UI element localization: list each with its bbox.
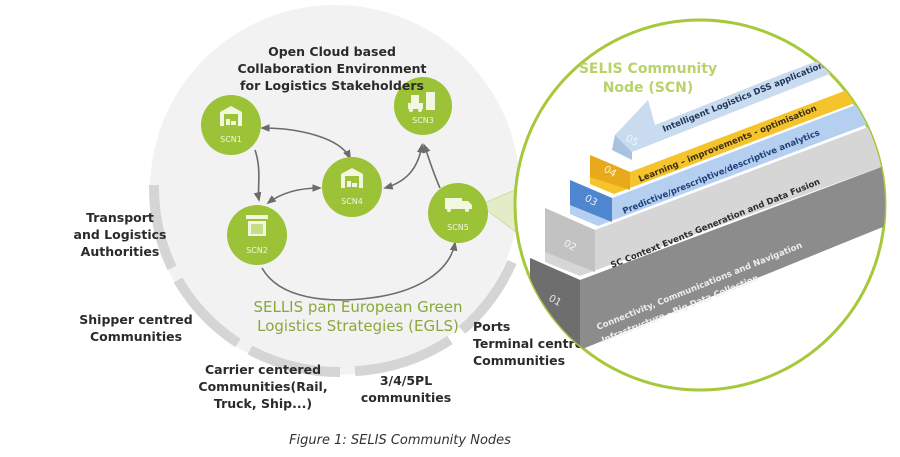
label-ports: Ports Terminal centred Communities — [473, 319, 592, 368]
node-label: SCN1 — [220, 135, 242, 144]
label-transport: Transport and Logistics Authorities — [74, 210, 167, 259]
label-line: Ports — [473, 319, 510, 334]
community-arcs — [148, 184, 517, 378]
label-3pl: 3/4/5PL communities — [361, 373, 451, 405]
arc-ports — [458, 259, 517, 334]
node-scn5[interactable]: SCN5 — [428, 183, 488, 243]
scn-title-line: Node (SCN) — [603, 80, 694, 96]
edge-scn4-scn3 — [383, 143, 425, 190]
title-line: for Logistics Stakeholders — [240, 78, 424, 93]
arc-carrier — [247, 345, 341, 378]
label-line: Transport — [86, 210, 154, 225]
node-label: SCN3 — [412, 116, 434, 125]
arc-pl — [354, 335, 453, 376]
environment-title: Open Cloud based Collaboration Environme… — [238, 44, 427, 93]
node-label: SCN2 — [246, 246, 268, 255]
edge-scn1-scn4 — [260, 124, 351, 160]
label-line: Carrier centered — [205, 362, 321, 377]
label-shipper: Shipper centred Communities — [79, 312, 192, 344]
forklift-icon — [408, 92, 435, 112]
label-line: Terminal centred — [473, 336, 592, 351]
figure-caption: Figure 1: SELIS Community Nodes — [289, 433, 511, 448]
edge-scn2-scn5 — [261, 241, 458, 301]
egls-line: SELLIS pan European Green — [253, 298, 462, 316]
edges — [253, 124, 458, 301]
label-line: 3/4/5PL — [380, 373, 432, 388]
node-scn3[interactable]: SCN3 — [394, 77, 452, 135]
label-line: Truck, Ship...) — [214, 396, 312, 411]
title-line: Open Cloud based — [268, 44, 396, 59]
label-line: and Logistics — [74, 227, 167, 242]
node-scn4[interactable]: SCN4 — [322, 157, 382, 217]
arc-shipper — [173, 277, 241, 348]
storefront-icon — [246, 215, 268, 236]
node-label: SCN4 — [341, 197, 363, 206]
arc-transport — [148, 184, 177, 271]
node-scn2[interactable]: SCN2 — [227, 205, 287, 265]
egls-line: Logistics Strategies (EGLS) — [257, 317, 459, 335]
title-line: Collaboration Environment — [238, 61, 427, 76]
egls-title: SELLIS pan European Green Logistics Stra… — [253, 298, 462, 335]
warehouse-icon — [341, 168, 363, 188]
label-line: Shipper centred — [79, 312, 192, 327]
edge-scn1-scn2 — [253, 149, 262, 202]
node-scn1[interactable]: SCN1 — [201, 95, 261, 155]
label-line: Authorities — [81, 244, 160, 259]
label-carrier: Carrier centered Communities(Rail, Truck… — [198, 362, 327, 411]
label-line: Communities(Rail, — [198, 379, 327, 394]
node-label: SCN5 — [447, 223, 469, 232]
label-line: Communities — [90, 329, 182, 344]
warehouse-icon — [220, 106, 242, 126]
edge-scn5-scn3 — [423, 143, 441, 189]
label-line: communities — [361, 390, 451, 405]
label-line: Communities — [473, 353, 565, 368]
edge-scn2-scn4 — [266, 184, 322, 205]
truck-icon — [445, 198, 472, 212]
scn-title-line: SELIS Community — [579, 61, 717, 77]
